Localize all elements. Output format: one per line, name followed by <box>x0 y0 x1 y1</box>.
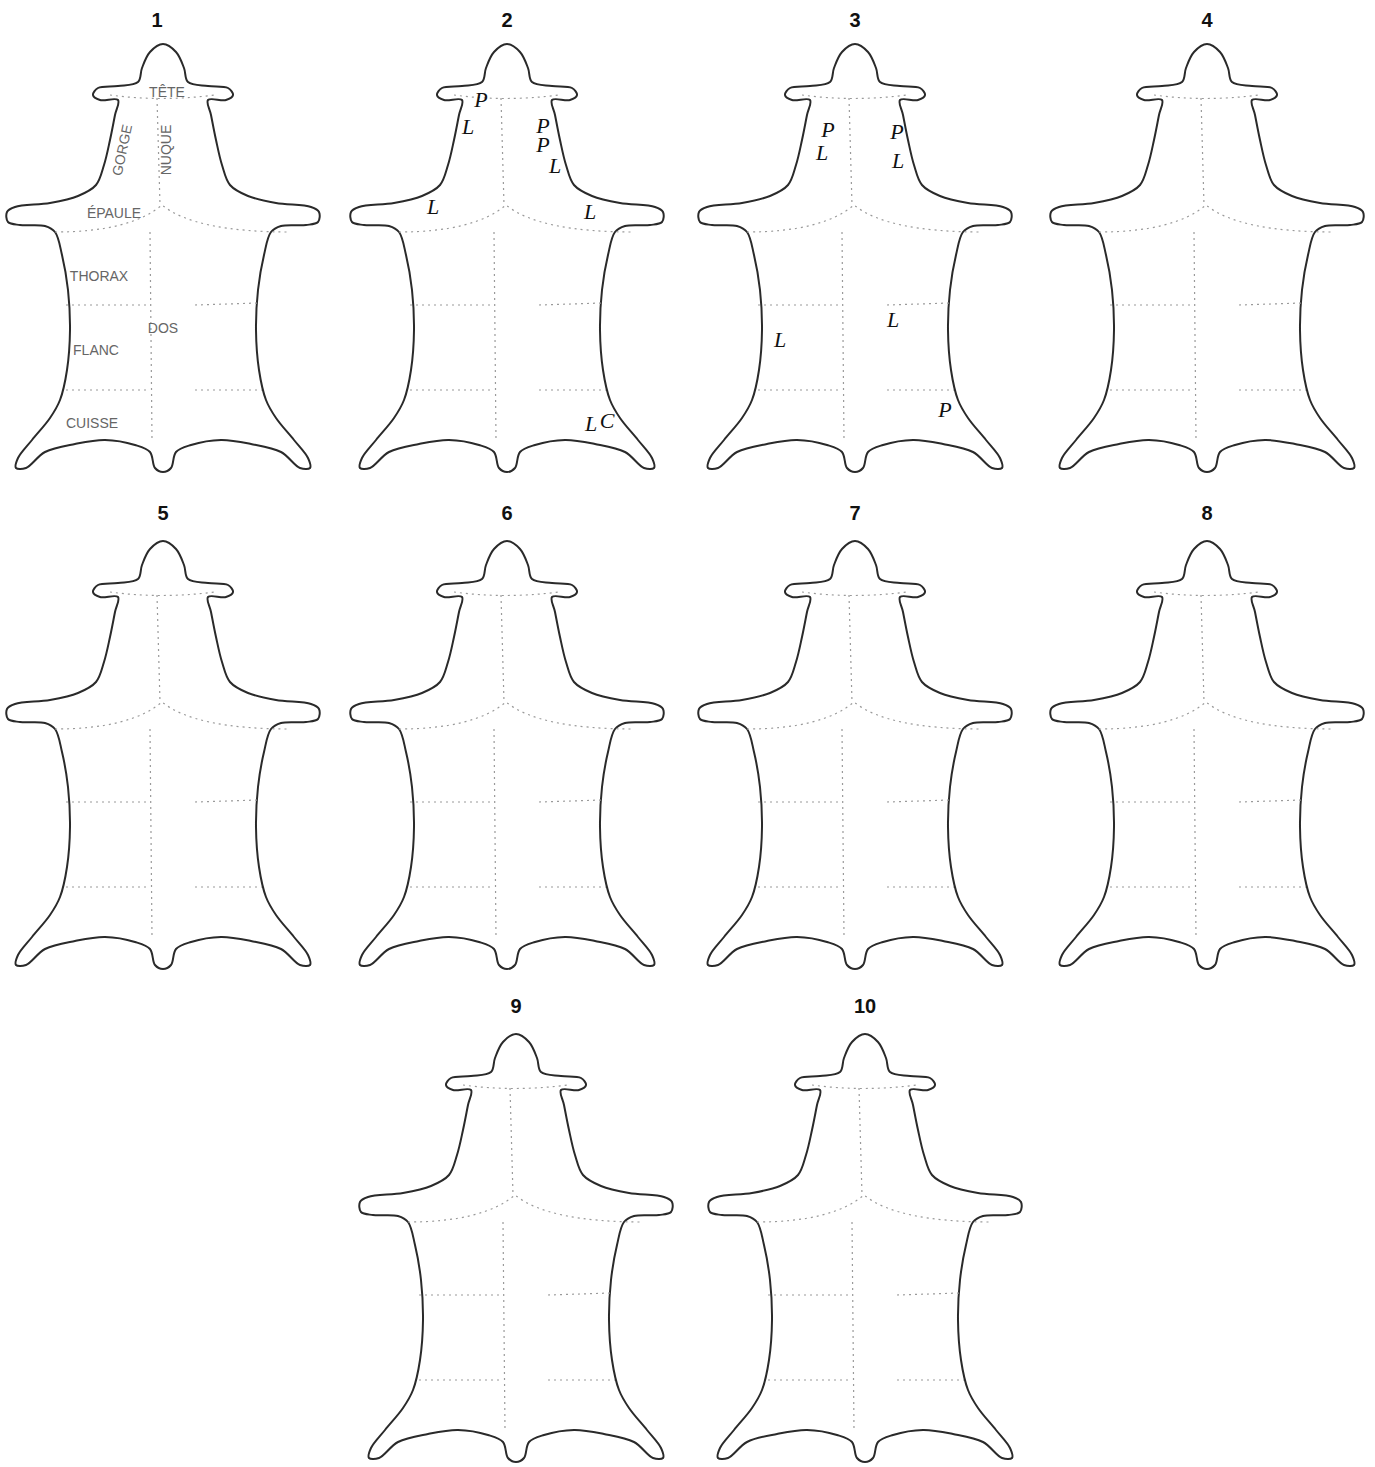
panel-number: 6 <box>501 503 512 523</box>
region-label: NUQUE <box>159 125 173 176</box>
handwritten-mark: L <box>816 142 828 164</box>
handwritten-mark: P <box>536 134 549 156</box>
hide-figure <box>1050 541 1363 969</box>
region-label: FLANC <box>73 343 119 357</box>
handwritten-mark: P <box>938 399 951 421</box>
region-label: GORGE <box>110 123 135 177</box>
panel-number: 7 <box>849 503 860 523</box>
panel-number: 8 <box>1201 503 1212 523</box>
panel-number: 2 <box>501 10 512 30</box>
handwritten-mark: L <box>774 329 786 351</box>
hide-figure <box>1050 44 1363 472</box>
panel-number: 4 <box>1201 10 1212 30</box>
handwritten-mark: L <box>549 155 561 177</box>
hide-figure <box>6 541 319 969</box>
hide-figure <box>359 1034 672 1462</box>
handwritten-mark: L <box>892 150 904 172</box>
panel-number: 10 <box>854 996 876 1016</box>
region-label: TÊTE <box>149 85 185 99</box>
handwritten-mark: P <box>474 89 487 111</box>
handwritten-mark: L <box>585 413 597 435</box>
hide-figure <box>350 44 663 472</box>
panel-number: 5 <box>157 503 168 523</box>
handwritten-mark: L <box>584 201 596 223</box>
handwritten-mark: L <box>887 309 899 331</box>
handwritten-mark: C <box>600 410 615 432</box>
hide-figure <box>698 541 1011 969</box>
region-label: ÉPAULE <box>87 206 141 220</box>
region-label: DOS <box>148 321 178 335</box>
hide-figure <box>708 1034 1021 1462</box>
handwritten-mark: L <box>462 116 474 138</box>
handwritten-mark: P <box>890 121 903 143</box>
region-label: CUISSE <box>66 416 118 430</box>
panel-number: 1 <box>151 10 162 30</box>
hide-figure <box>6 44 319 472</box>
handwritten-mark: P <box>821 119 834 141</box>
region-label: THORAX <box>70 269 128 283</box>
panel-number: 9 <box>510 996 521 1016</box>
hide-figure <box>698 44 1011 472</box>
handwritten-mark: L <box>427 196 439 218</box>
hide-figure <box>350 541 663 969</box>
panel-number: 3 <box>849 10 860 30</box>
